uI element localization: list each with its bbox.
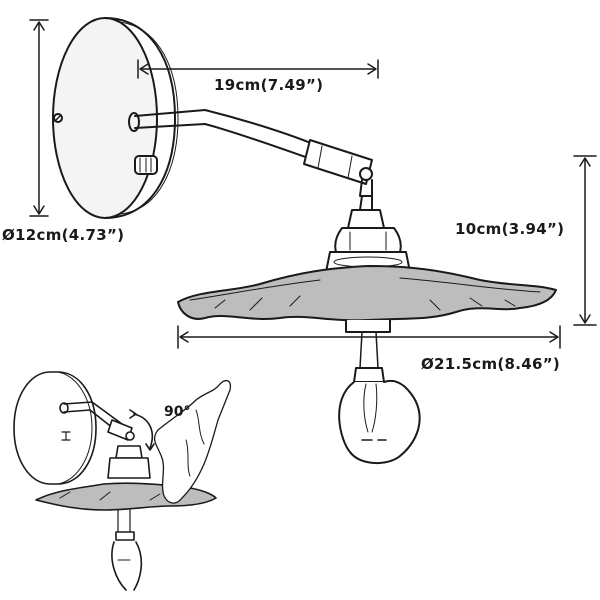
lamp-shade <box>177 265 557 333</box>
light-bulb <box>338 331 421 464</box>
main-lamp <box>52 17 557 464</box>
arm-length-dimension <box>137 59 379 79</box>
plate-diameter-label: Ø12cm(4.73”) <box>2 226 125 244</box>
wall-plate <box>52 17 179 219</box>
shade-diameter-label: Ø21.5cm(8.46”) <box>421 355 561 373</box>
plate-height-dimension <box>29 19 49 217</box>
arm-length-label: 19cm(7.49”) <box>214 76 324 94</box>
socket-holder <box>325 209 411 273</box>
shade-diameter-dimension <box>177 325 561 349</box>
height-label: 10cm(3.94”) <box>455 220 565 238</box>
arm <box>134 109 373 211</box>
rotation-illustration <box>13 371 232 591</box>
height-dimension <box>573 155 597 326</box>
dimension-lines <box>29 19 597 349</box>
small-wall-plate <box>13 371 97 485</box>
rotation-angle-label: 90° <box>164 404 191 420</box>
